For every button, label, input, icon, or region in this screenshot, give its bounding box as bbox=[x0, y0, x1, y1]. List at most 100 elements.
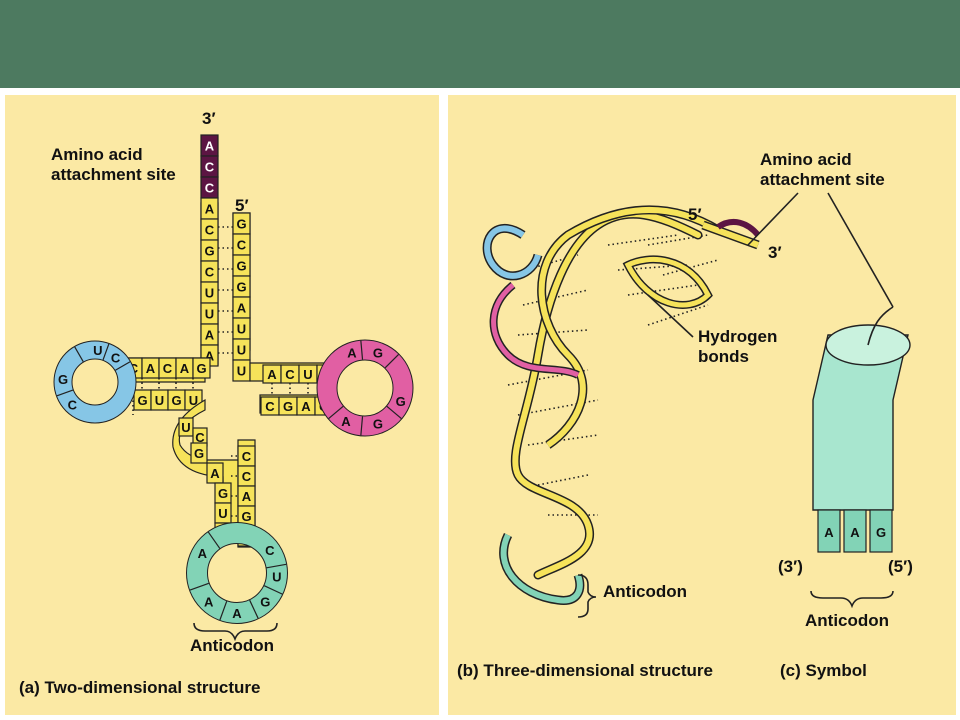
d-stem-top-base-4-letter: G bbox=[196, 361, 206, 376]
rung-11 bbox=[647, 304, 709, 326]
three-prime-c: (3′) bbox=[778, 557, 803, 576]
caption-b: (b) Three-dimensional structure bbox=[457, 661, 713, 680]
hydrogen-pointer bbox=[647, 294, 694, 338]
three-prime-a: 3′ bbox=[202, 109, 216, 128]
acceptor-left-base-2-letter: G bbox=[204, 244, 214, 259]
t-loop-base-2: G bbox=[396, 394, 406, 409]
d-loop-divider-0 bbox=[102, 343, 110, 361]
t-loop-divider-1 bbox=[384, 353, 400, 369]
acceptor-right-base-5-letter: U bbox=[237, 322, 246, 337]
anticodon-loop-divider-2 bbox=[263, 585, 283, 595]
anticodon-stem-left-base-0-letter: G bbox=[194, 446, 204, 461]
t-stem-bottom-base-1-letter: G bbox=[283, 399, 293, 414]
symbol-anticodon-letter-0: A bbox=[824, 525, 834, 540]
anticodon-loop-base-3: G bbox=[260, 594, 270, 609]
anticodon-stem-left-base-3-letter: U bbox=[218, 506, 227, 521]
t-stem-top-base-1-letter: C bbox=[285, 367, 295, 382]
symbol-cylinder-body bbox=[812, 334, 909, 511]
anticodon-loop-divider-0 bbox=[207, 531, 221, 549]
symbol-pointer bbox=[827, 192, 894, 308]
t-loop-base-4: A bbox=[341, 414, 351, 429]
rung-13 bbox=[662, 259, 719, 276]
anticodon-loop-base-0: A bbox=[198, 546, 208, 561]
header-bar bbox=[0, 0, 960, 88]
d-stem-top-base-1-letter: A bbox=[146, 361, 156, 376]
d-stem-top-base-3-letter: A bbox=[180, 361, 190, 376]
t-loop bbox=[317, 340, 413, 436]
anticodon-stem-left-base-1-letter: A bbox=[210, 466, 220, 481]
rung-8 bbox=[607, 234, 679, 246]
acceptor-right-base-0-letter: G bbox=[236, 217, 246, 232]
t-loop-base-0: A bbox=[347, 345, 357, 360]
d-loop-base-1: C bbox=[111, 350, 121, 365]
t-loop-divider-2 bbox=[386, 405, 402, 419]
d-stem-bottom-base-2-letter: G bbox=[171, 393, 181, 408]
blue-loop-3d bbox=[484, 225, 541, 279]
d-loop-base-2: G bbox=[58, 372, 68, 387]
symbol-anticodon-letter-1: A bbox=[850, 525, 860, 540]
acceptor-end-base-0-letter: A bbox=[205, 139, 215, 154]
rung-5 bbox=[527, 434, 599, 446]
anticodon-loop-base-1: C bbox=[265, 543, 275, 558]
anticodon-loop-divider-3 bbox=[249, 599, 259, 619]
variable-base-0-letter: U bbox=[181, 420, 190, 435]
t-loop-divider-0 bbox=[360, 340, 364, 360]
pink-segment-3d bbox=[491, 283, 580, 378]
symbol-anticodon-base-2 bbox=[869, 509, 893, 553]
symbol-anticodon-base-0 bbox=[817, 509, 841, 553]
t-stem-top-base-2-letter: U bbox=[303, 367, 312, 382]
d-loop-base-3: C bbox=[68, 398, 78, 413]
d-loop-divider-1 bbox=[115, 361, 131, 371]
acceptor-end-base-2-letter: C bbox=[205, 181, 215, 196]
acceptor-left-base-1-letter: C bbox=[205, 223, 215, 238]
acceptor-left-base-7-letter: A bbox=[205, 349, 215, 364]
anticodon-loop bbox=[187, 523, 287, 623]
anticodon-label-a: Anticodon bbox=[190, 636, 275, 655]
anticodon-loop-base-5: A bbox=[204, 594, 214, 609]
d-loop bbox=[54, 341, 136, 423]
caption-c: (c) Symbol bbox=[780, 661, 867, 680]
t-loop-divider-4 bbox=[328, 405, 344, 419]
acceptor-right-base-6-letter: U bbox=[237, 343, 246, 358]
d-loop-divider-2 bbox=[74, 346, 84, 362]
anticodon-loop-base-4: A bbox=[232, 606, 242, 621]
caption-a: (a) Two-dimensional structure bbox=[19, 678, 261, 697]
t-stem-top-base-0-letter: A bbox=[267, 367, 277, 382]
acceptor-left-base-6-letter: A bbox=[205, 328, 215, 343]
d-stem-bottom-base-0-letter: G bbox=[137, 393, 147, 408]
anticodon-loop-divider-4 bbox=[219, 600, 228, 621]
anticodon-brace-c bbox=[810, 590, 894, 609]
backbone-yellow-2 bbox=[538, 206, 720, 448]
anticodon-brace-b bbox=[577, 574, 597, 618]
d-stem-bottom-base-1-letter: U bbox=[155, 393, 164, 408]
d-stem-top-base-4 bbox=[192, 357, 211, 379]
anticodon-stem-left-base-0 bbox=[190, 442, 208, 464]
teal-loop-outline bbox=[499, 532, 585, 605]
acceptor-left-base-0-letter: A bbox=[205, 202, 215, 217]
variable-base-1-letter: C bbox=[195, 430, 205, 445]
backbone-yellow-3 bbox=[624, 257, 712, 308]
acceptor-stem bbox=[701, 222, 760, 248]
five-prime-a: 5′ bbox=[235, 196, 249, 215]
anticodon-loop-divider-1 bbox=[266, 563, 287, 569]
backbone-yellow-2-outline bbox=[537, 205, 721, 449]
acceptor-right-base-3-letter: G bbox=[236, 280, 246, 295]
anticodon-stem-right-base-1-letter: C bbox=[242, 469, 252, 484]
three-prime-b: 3′ bbox=[768, 243, 782, 262]
acceptor-end-3d bbox=[716, 218, 761, 238]
anticodon-label-c: Anticodon bbox=[805, 611, 890, 630]
acceptor-right-base-7-letter: U bbox=[237, 364, 246, 379]
d-loop-divider-3 bbox=[56, 389, 74, 397]
acceptor-right-base-4-letter: A bbox=[237, 301, 247, 316]
d-stem-bottom-base-3-letter: U bbox=[189, 393, 198, 408]
acceptor-left-base-3-letter: C bbox=[205, 265, 215, 280]
teal-loop-3d bbox=[500, 533, 583, 604]
anticodon-label-b: Anticodon bbox=[603, 582, 688, 601]
anticodon-stem-left-base-2-letter: G bbox=[218, 486, 228, 501]
d-loop-base-0: U bbox=[93, 343, 102, 358]
